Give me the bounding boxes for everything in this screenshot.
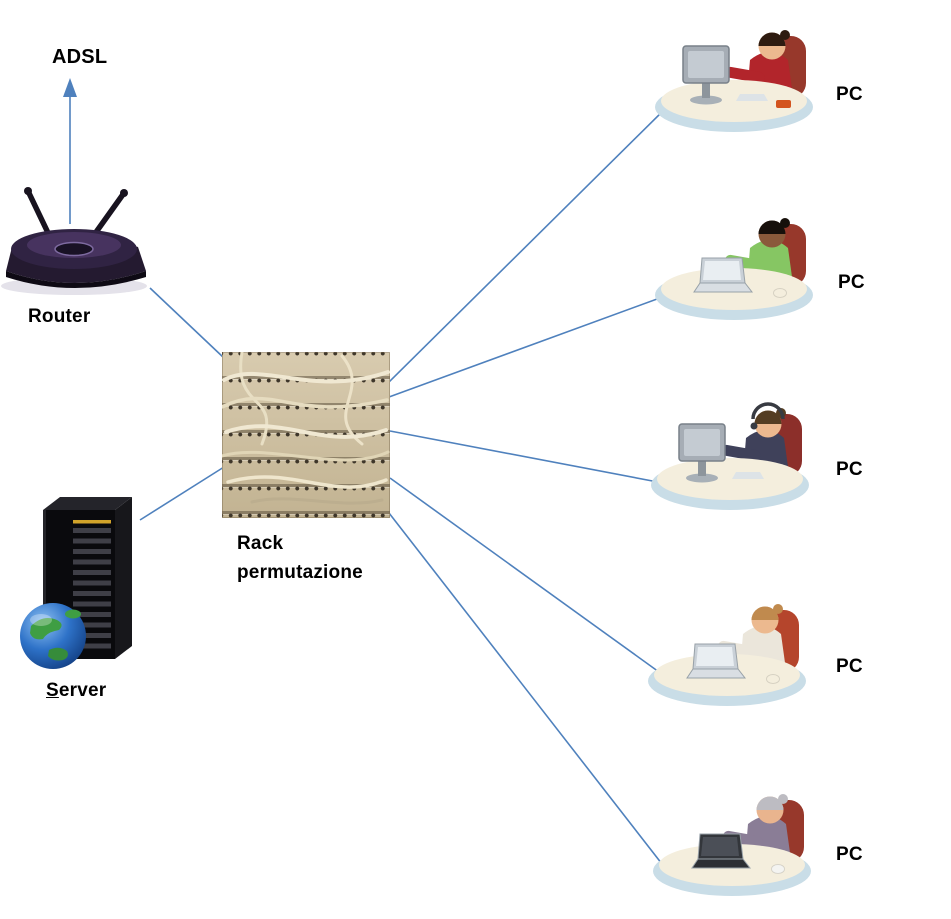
workstation-icon [652, 8, 822, 133]
connection-server-rack [139, 466, 225, 521]
connection-rack-pc1 [387, 105, 669, 384]
workstation-icon [645, 582, 815, 707]
connection-rack-pc4 [389, 477, 660, 673]
router-node [0, 183, 158, 306]
workstation-icon [652, 196, 822, 321]
server-node [15, 486, 155, 689]
connection-router-rack [149, 287, 225, 359]
pc-label-1: PC [836, 84, 863, 105]
connection-rack-pc2 [388, 294, 669, 398]
router-label: Router [28, 306, 91, 327]
server-label: Server [46, 680, 107, 701]
adsl-label: ADSL [52, 46, 108, 68]
connection-rack-pc5 [388, 512, 663, 865]
workstation-icon [648, 386, 818, 511]
pc-label-4: PC [836, 656, 863, 677]
pc-workstation-5 [650, 772, 820, 902]
pc-workstation-2 [652, 196, 822, 326]
pc-workstation-4 [645, 582, 815, 712]
pc-label-5: PC [836, 844, 863, 865]
pc-label-2: PC [838, 272, 865, 293]
pc-workstation-3 [648, 386, 818, 516]
router-icon [1, 187, 147, 295]
rack-label-line1: Rack [237, 533, 284, 554]
rack-label: Rack permutazione [237, 529, 363, 587]
workstation-icon [650, 772, 820, 897]
rack-label-line2: permutazione [237, 562, 363, 583]
pc-label-3: PC [836, 459, 863, 480]
patch-cables-icon [222, 352, 390, 505]
patch-panel-image [222, 352, 390, 518]
server-icon [20, 497, 132, 669]
globe-icon [20, 603, 86, 669]
adsl-arrowhead-icon [63, 78, 77, 97]
pc-workstation-1 [652, 8, 822, 138]
connection-rack-pc3 [389, 430, 664, 484]
